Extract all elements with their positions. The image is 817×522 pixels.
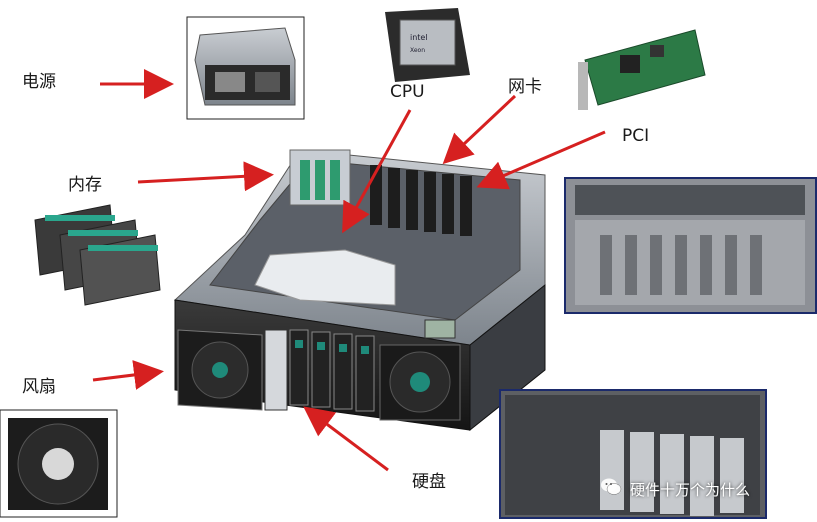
server-chassis — [173, 149, 546, 432]
label-pci: PCI — [622, 126, 650, 146]
wechat-icon — [600, 477, 622, 501]
fan-inset — [0, 409, 118, 518]
drive-bays-inset — [499, 389, 767, 519]
arrow-cpu — [342, 109, 412, 234]
label-disk: 硬盘 — [412, 472, 446, 492]
arrow-disk — [303, 406, 389, 472]
hot-swap-drive — [264, 329, 288, 411]
network-card-inset — [578, 29, 706, 110]
watermark-text: 硬件十万个为什么 — [630, 480, 751, 499]
arrow-memory — [137, 161, 274, 192]
label-nic: 网卡 — [508, 77, 542, 97]
arrow-fan — [92, 360, 164, 390]
fan-module — [177, 329, 263, 411]
cpu-inset: intel Xeon — [385, 8, 470, 82]
front-lcd — [424, 319, 456, 339]
memory-modules-in-chassis — [289, 149, 351, 206]
svg-text:intel: intel — [410, 33, 428, 42]
svg-text:Xeon: Xeon — [410, 47, 425, 54]
callout-arrows — [92, 69, 606, 472]
arrow-pci — [476, 130, 606, 190]
power-supply-inset — [186, 16, 305, 120]
label-fan: 风扇 — [22, 377, 56, 397]
label-power: 电源 — [22, 72, 56, 92]
pci-slots-inset — [564, 177, 817, 314]
arrow-nic — [442, 94, 517, 165]
front-fan-grille — [379, 344, 461, 421]
watermark: 硬件十万个为什么 — [600, 476, 800, 502]
label-memory: 内存 — [68, 175, 102, 195]
memory-inset — [34, 204, 161, 306]
drive-bays — [289, 329, 375, 412]
label-cpu: CPU — [390, 82, 425, 102]
